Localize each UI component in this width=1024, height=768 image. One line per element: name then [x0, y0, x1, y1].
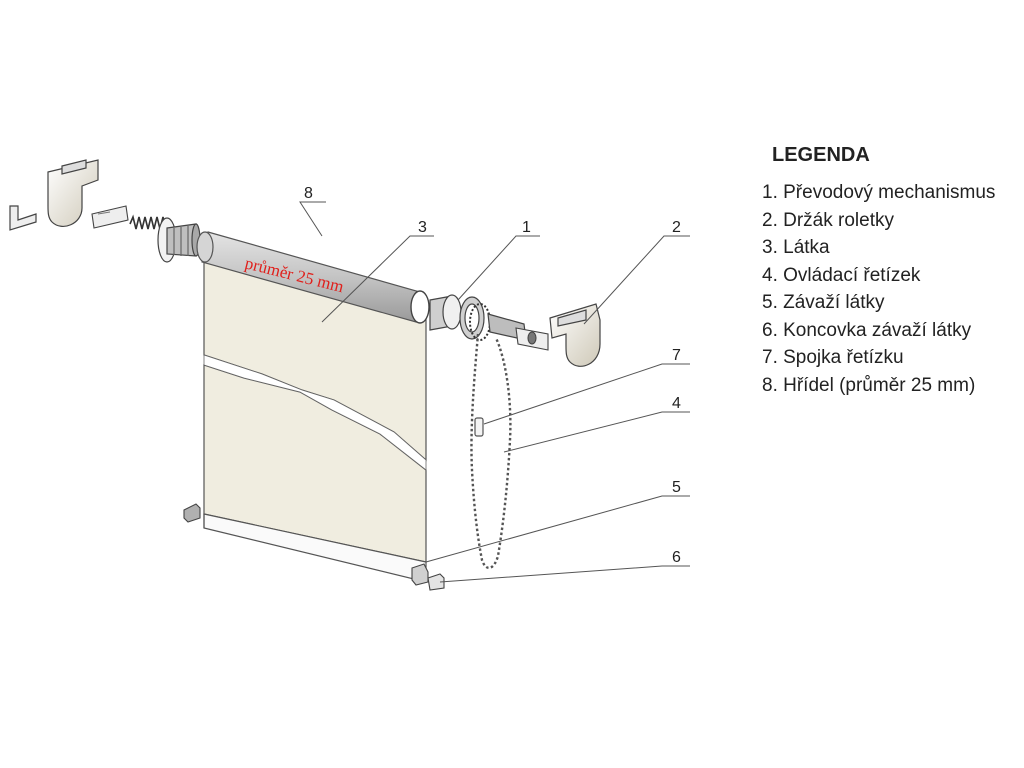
gear-pin	[515, 327, 549, 351]
legend-item: 5. Závaží látky	[762, 292, 885, 313]
shaft	[196, 231, 430, 324]
legend-item: 2. Držák roletky	[762, 209, 894, 231]
left-bracket	[47, 159, 99, 227]
callout-6: 6	[672, 549, 681, 566]
callout-4: 4	[672, 395, 681, 412]
gear-mechanism	[429, 294, 527, 341]
legend-item: 7. Spojka řetízku	[762, 347, 904, 368]
callout-7: 7	[672, 347, 681, 364]
callout-5: 5	[672, 479, 681, 496]
callout-1: 1	[522, 219, 531, 236]
left-end-plug	[157, 217, 201, 263]
left-end-pin	[91, 205, 129, 229]
legend-list: 1. Převodový mechanismus 2. Držák roletk…	[762, 179, 995, 399]
callout-8: 8	[304, 185, 313, 202]
wall-clip-icon	[9, 205, 37, 231]
weight-end-cap	[411, 563, 445, 591]
legend: LEGENDA 1. Převodový mechanismus 2. Držá…	[762, 144, 995, 399]
callout-2: 2	[672, 219, 681, 236]
right-bracket	[549, 303, 601, 367]
callout-3: 3	[418, 219, 427, 236]
legend-item: 4. Ovládací řetízek	[762, 264, 921, 286]
legend-item: 8. Hřídel (průměr 25 mm)	[762, 374, 976, 396]
legend-item: 3. Látka	[762, 237, 830, 258]
leader-lines	[299, 201, 690, 583]
left-end-cap	[183, 503, 201, 523]
chain-connector	[474, 417, 484, 437]
legend-item: 1. Převodový mechanismus	[762, 182, 996, 203]
legend-item: 6. Koncovka závaží látky	[762, 319, 972, 341]
legend-title: LEGENDA	[772, 144, 870, 166]
control-chain	[470, 333, 512, 569]
